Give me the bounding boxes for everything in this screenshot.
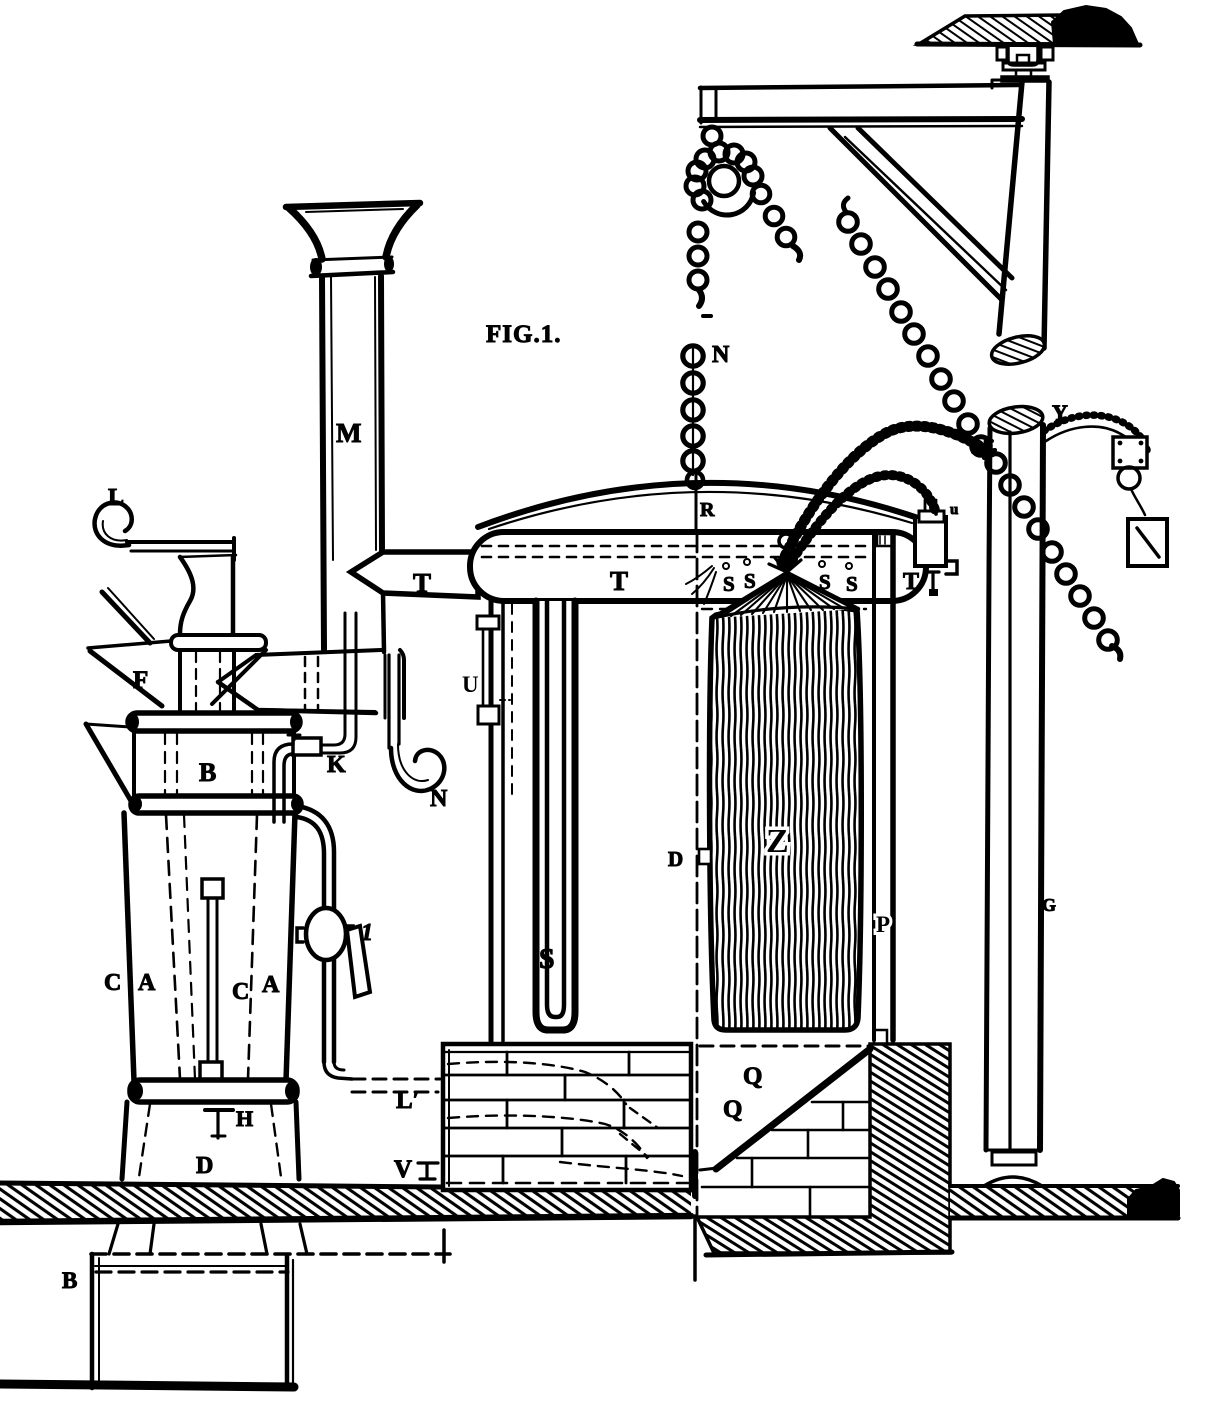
svg-text:V: V: [394, 1156, 412, 1183]
svg-text:C: C: [232, 979, 249, 1005]
svg-text:P: P: [876, 912, 890, 937]
svg-text:Q: Q: [723, 1096, 742, 1123]
svg-text:N: N: [430, 786, 448, 812]
svg-text:S: S: [819, 570, 831, 594]
svg-text:S: S: [539, 944, 555, 975]
svg-text:1: 1: [361, 920, 373, 946]
svg-text:H: H: [236, 1106, 253, 1131]
svg-text:T: T: [413, 568, 431, 598]
svg-text:Q: Q: [743, 1063, 762, 1090]
svg-text:D: D: [668, 847, 683, 871]
svg-text:N: N: [712, 342, 730, 368]
svg-text:A: A: [262, 972, 280, 998]
svg-text:A: A: [138, 970, 156, 996]
svg-text:u: u: [950, 502, 958, 518]
svg-text:S: S: [723, 572, 735, 596]
svg-text:R: R: [700, 499, 715, 521]
svg-text:B: B: [62, 1268, 77, 1293]
svg-text:L: L: [108, 485, 124, 511]
svg-text:T: T: [903, 569, 919, 595]
svg-text:S: S: [846, 572, 858, 596]
svg-text:F: F: [133, 667, 148, 694]
svg-text:G: G: [1042, 895, 1056, 915]
svg-text:L′: L′: [396, 1087, 420, 1114]
svg-text:Z: Z: [766, 823, 789, 860]
svg-text:FIG.1.: FIG.1.: [486, 321, 561, 348]
svg-text:B: B: [199, 758, 216, 787]
svg-text:K: K: [327, 752, 346, 778]
svg-text:M: M: [336, 418, 361, 448]
svg-text:C: C: [104, 970, 121, 996]
svg-text:U: U: [462, 672, 479, 697]
svg-text:T: T: [610, 566, 628, 596]
svg-text:S: S: [744, 569, 756, 593]
svg-text:D: D: [196, 1153, 213, 1179]
